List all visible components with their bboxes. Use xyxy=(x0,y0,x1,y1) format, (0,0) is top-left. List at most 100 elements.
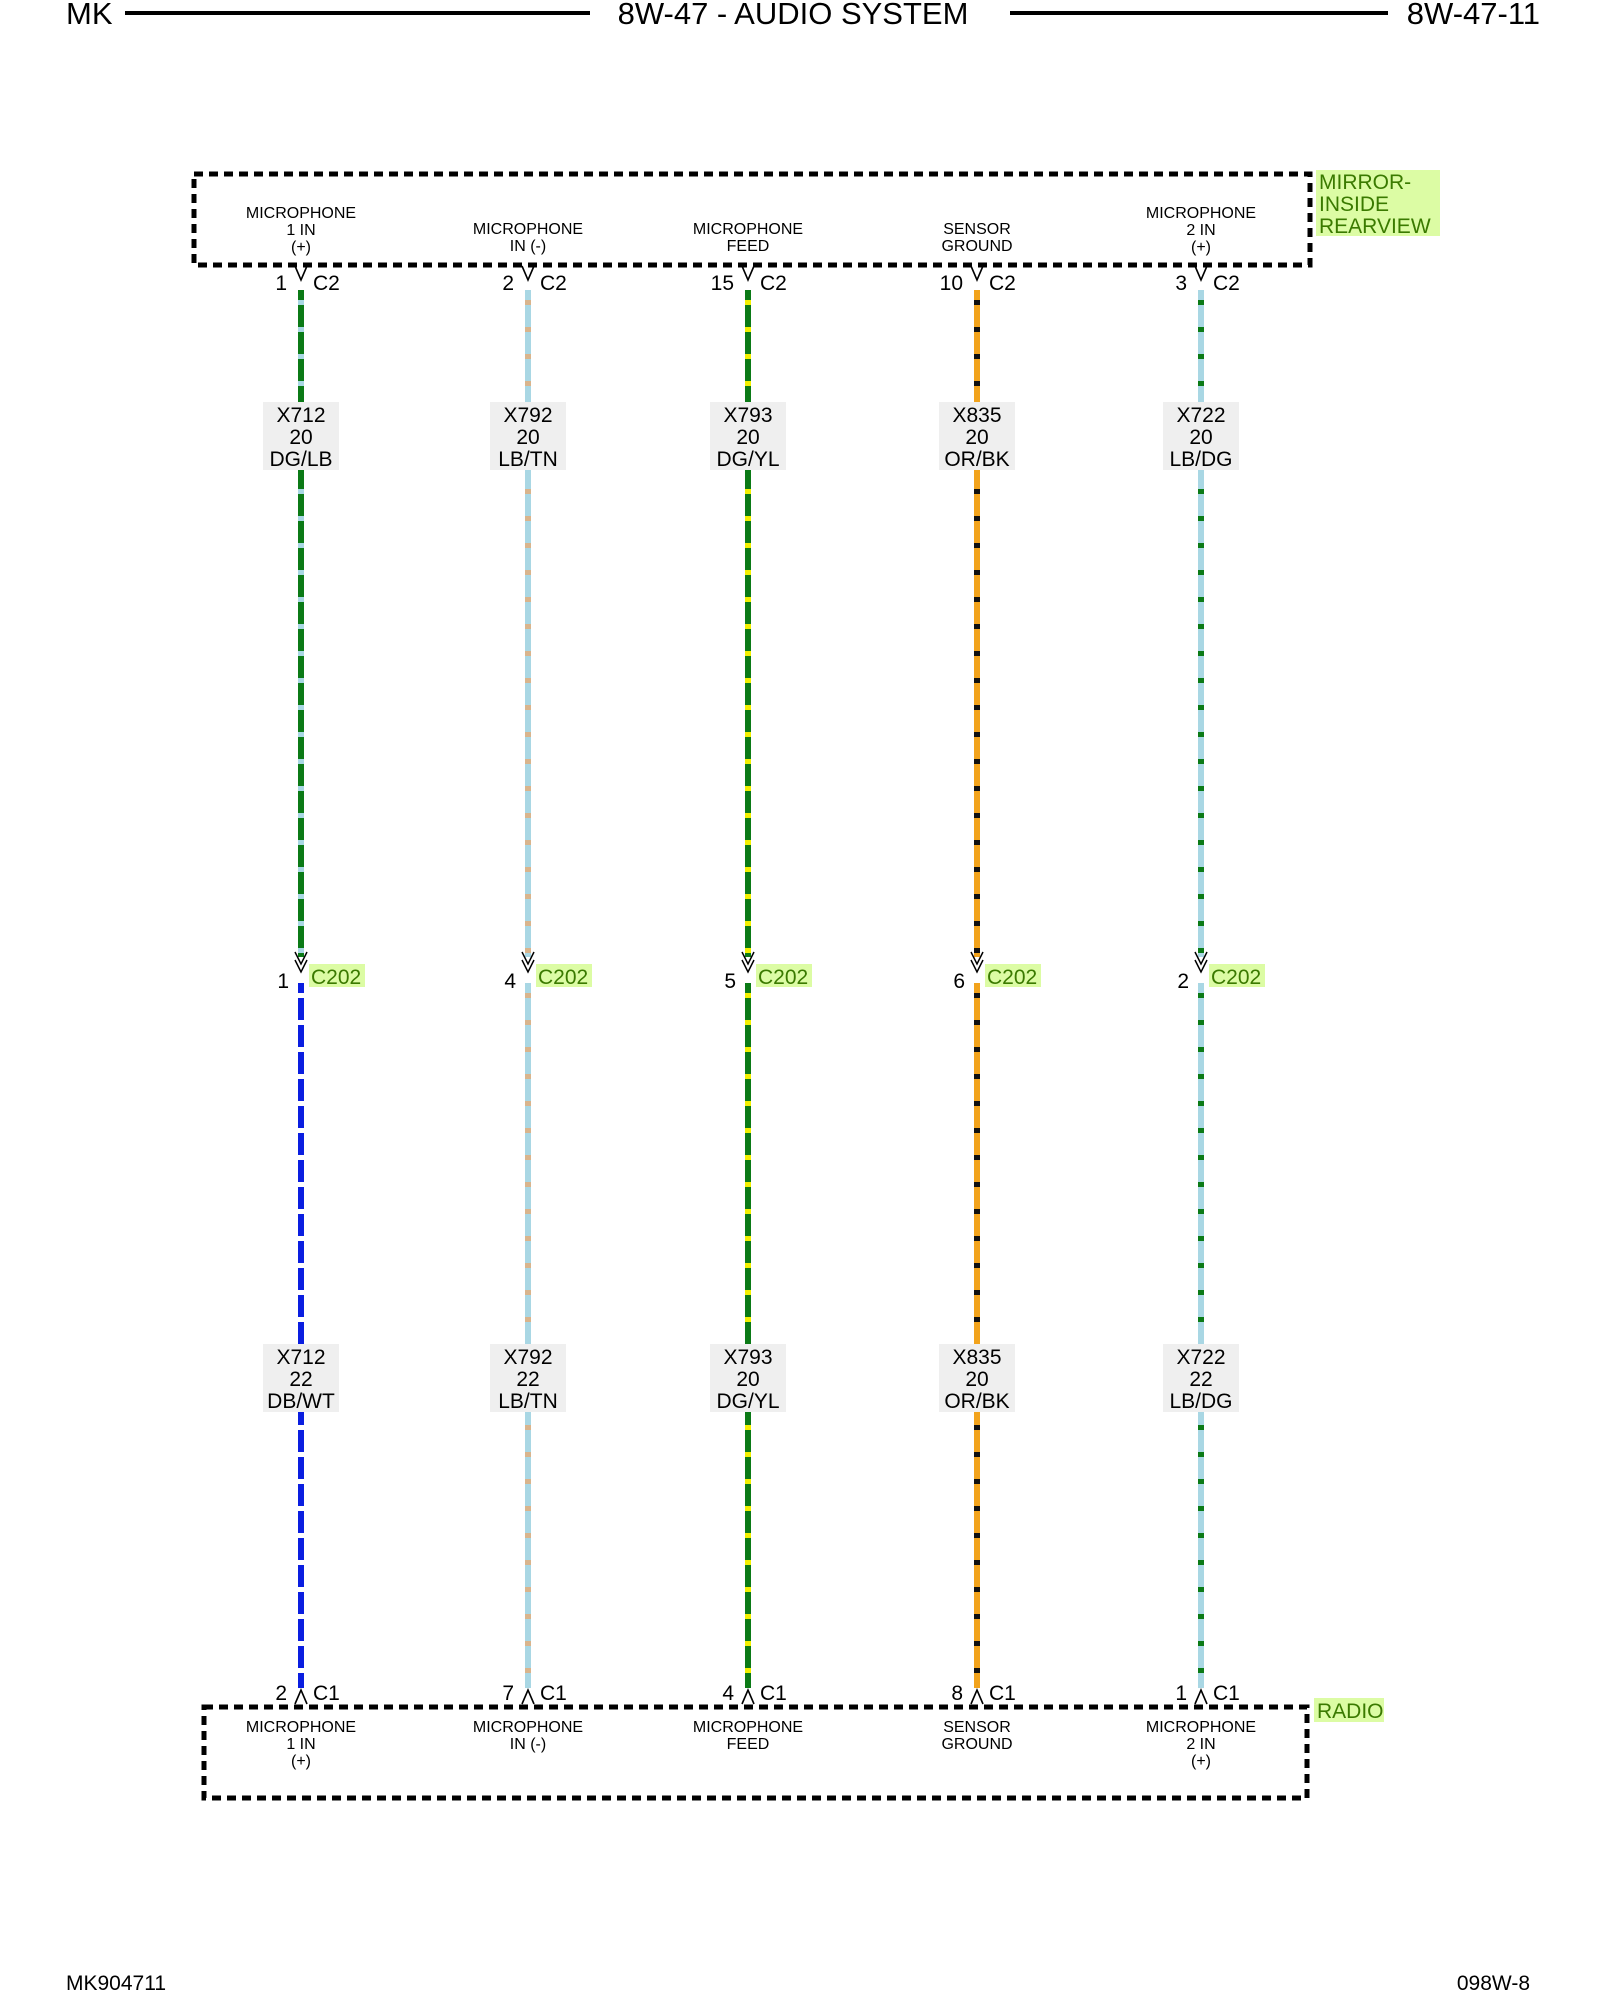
lower-wire-label-X793: X793 xyxy=(723,1346,772,1369)
c202-highlight xyxy=(1209,964,1265,987)
radio-connector-id: C1 xyxy=(989,1682,1016,1705)
mirror-pin-number: 10 xyxy=(940,272,963,295)
radio-pin-label: GROUND xyxy=(941,1736,1012,1753)
page-header: MK 8W-47 - AUDIO SYSTEM 8W-47-11 xyxy=(66,0,1540,31)
header-title: 8W-47 - AUDIO SYSTEM xyxy=(618,0,969,31)
mirror-connector-id: C2 xyxy=(540,272,567,295)
lower-wire-label-22: 22 xyxy=(516,1368,539,1391)
lower-wire-label-OR/BK: OR/BK xyxy=(944,1390,1009,1413)
mirror-pin-label: MICROPHONE xyxy=(246,205,356,222)
upper-wire-label-20: 20 xyxy=(516,426,539,449)
lower-wire-label-bg xyxy=(710,1344,786,1412)
c202-pin-number: 1 xyxy=(277,970,289,993)
mirror-pin-number: 1 xyxy=(275,272,287,295)
mirror-pin-label: IN (-) xyxy=(510,238,546,255)
connector-pin-icon xyxy=(970,265,984,283)
radio-connector-id: C1 xyxy=(760,1682,787,1705)
lower-wire-label-X792: X792 xyxy=(503,1346,552,1369)
c202-connector-id: C202 xyxy=(311,966,361,989)
upper-wire-label-X712: X712 xyxy=(276,404,325,427)
c202-highlight xyxy=(756,964,812,987)
radio-pin-number: 7 xyxy=(502,1682,514,1705)
mirror-pin-label: 1 IN xyxy=(286,222,315,239)
radio-component-box xyxy=(201,1704,1310,1801)
connector-pin-icon xyxy=(1194,265,1208,283)
mirror-pin-label: 2 IN xyxy=(1186,222,1215,239)
upper-wire-label-20: 20 xyxy=(736,426,759,449)
c202-pin-number: 6 xyxy=(953,970,965,993)
c202-connector-id: C202 xyxy=(758,966,808,989)
upper-wire-label-bg xyxy=(939,402,1015,470)
lower-wire-label-X835: X835 xyxy=(952,1346,1001,1369)
upper-wire-label-X722: X722 xyxy=(1176,404,1225,427)
c202-pin-number: 2 xyxy=(1177,970,1189,993)
radio-pin-label: SENSOR xyxy=(943,1719,1011,1736)
upper-wire-label-DG/LB: DG/LB xyxy=(269,448,332,471)
lower-wire-label-X722: X722 xyxy=(1176,1346,1225,1369)
upper-wire-label-X792: X792 xyxy=(503,404,552,427)
mirror-label-line-3: REARVIEW xyxy=(1319,215,1431,238)
footer-right: 098W-8 xyxy=(1457,1972,1530,1995)
mirror-connector-id: C2 xyxy=(989,272,1016,295)
lower-wire-label-20: 20 xyxy=(965,1368,988,1391)
radio-pin-number: 2 xyxy=(275,1682,287,1705)
radio-connector-id: C1 xyxy=(1213,1682,1240,1705)
inline-connector-icon xyxy=(294,951,308,974)
mirror-label-line-2: INSIDE xyxy=(1319,193,1389,216)
lower-wire-label-LB/DG: LB/DG xyxy=(1169,1390,1232,1413)
radio-pin-label: MICROPHONE xyxy=(473,1719,583,1736)
inline-connector-icon xyxy=(521,951,535,974)
mirror-pin-label: (+) xyxy=(291,239,311,256)
connector-pin-icon xyxy=(741,265,755,283)
upper-wire-label-X793: X793 xyxy=(723,404,772,427)
lower-wire-label-DB/WT: DB/WT xyxy=(267,1390,335,1413)
footer-left: MK904711 xyxy=(66,1972,166,1995)
radio-connector-id: C1 xyxy=(313,1682,340,1705)
c202-connector-id: C202 xyxy=(538,966,588,989)
lower-wire-label-22: 22 xyxy=(289,1368,312,1391)
radio-pin-label: FEED xyxy=(727,1736,770,1753)
connector-pin-icon xyxy=(521,1687,535,1705)
mirror-pin-label: FEED xyxy=(727,238,770,255)
lower-wire-label-LB/TN: LB/TN xyxy=(498,1390,558,1413)
mirror-pin-number: 3 xyxy=(1175,272,1187,295)
c202-pin-number: 4 xyxy=(504,970,516,993)
upper-wire-label-20: 20 xyxy=(1189,426,1212,449)
upper-wire-label-OR/BK: OR/BK xyxy=(944,448,1009,471)
radio-pin-label: MICROPHONE xyxy=(1146,1719,1256,1736)
connector-pin-icon xyxy=(294,1687,308,1705)
c202-connector-id: C202 xyxy=(987,966,1037,989)
mirror-connector-id: C2 xyxy=(313,272,340,295)
header-right: 8W-47-11 xyxy=(1407,0,1540,31)
header-left: MK xyxy=(66,0,113,31)
lower-wire-label-X712: X712 xyxy=(276,1346,325,1369)
mirror-label-highlight xyxy=(1316,170,1440,236)
mirror-pin-label: (+) xyxy=(1191,239,1211,256)
mirror-pin-number: 15 xyxy=(711,272,734,295)
upper-wire-label-bg xyxy=(263,402,339,470)
mirror-component-label: MIRROR- INSIDE REARVIEW xyxy=(1316,170,1440,238)
lower-wire-label-22: 22 xyxy=(1189,1368,1212,1391)
inline-connector-icon xyxy=(1194,951,1208,974)
mirror-pin-label: MICROPHONE xyxy=(473,221,583,238)
connector-pin-icon xyxy=(970,1687,984,1705)
radio-pin-label: MICROPHONE xyxy=(693,1719,803,1736)
upper-wire-label-LB/TN: LB/TN xyxy=(498,448,558,471)
radio-connector-id: C1 xyxy=(540,1682,567,1705)
mirror-pin-label: MICROPHONE xyxy=(1146,205,1256,222)
mirror-label-line-1: MIRROR- xyxy=(1319,171,1411,194)
radio-label-text: RADIO xyxy=(1317,1700,1384,1723)
mirror-connector-id: C2 xyxy=(760,272,787,295)
c202-highlight xyxy=(309,964,365,987)
upper-wire-label-bg xyxy=(490,402,566,470)
radio-pin-label: (+) xyxy=(291,1753,311,1770)
radio-component-label: RADIO xyxy=(1314,1698,1384,1723)
radio-pin-number: 4 xyxy=(722,1682,734,1705)
radio-pin-label: 2 IN xyxy=(1186,1736,1215,1753)
